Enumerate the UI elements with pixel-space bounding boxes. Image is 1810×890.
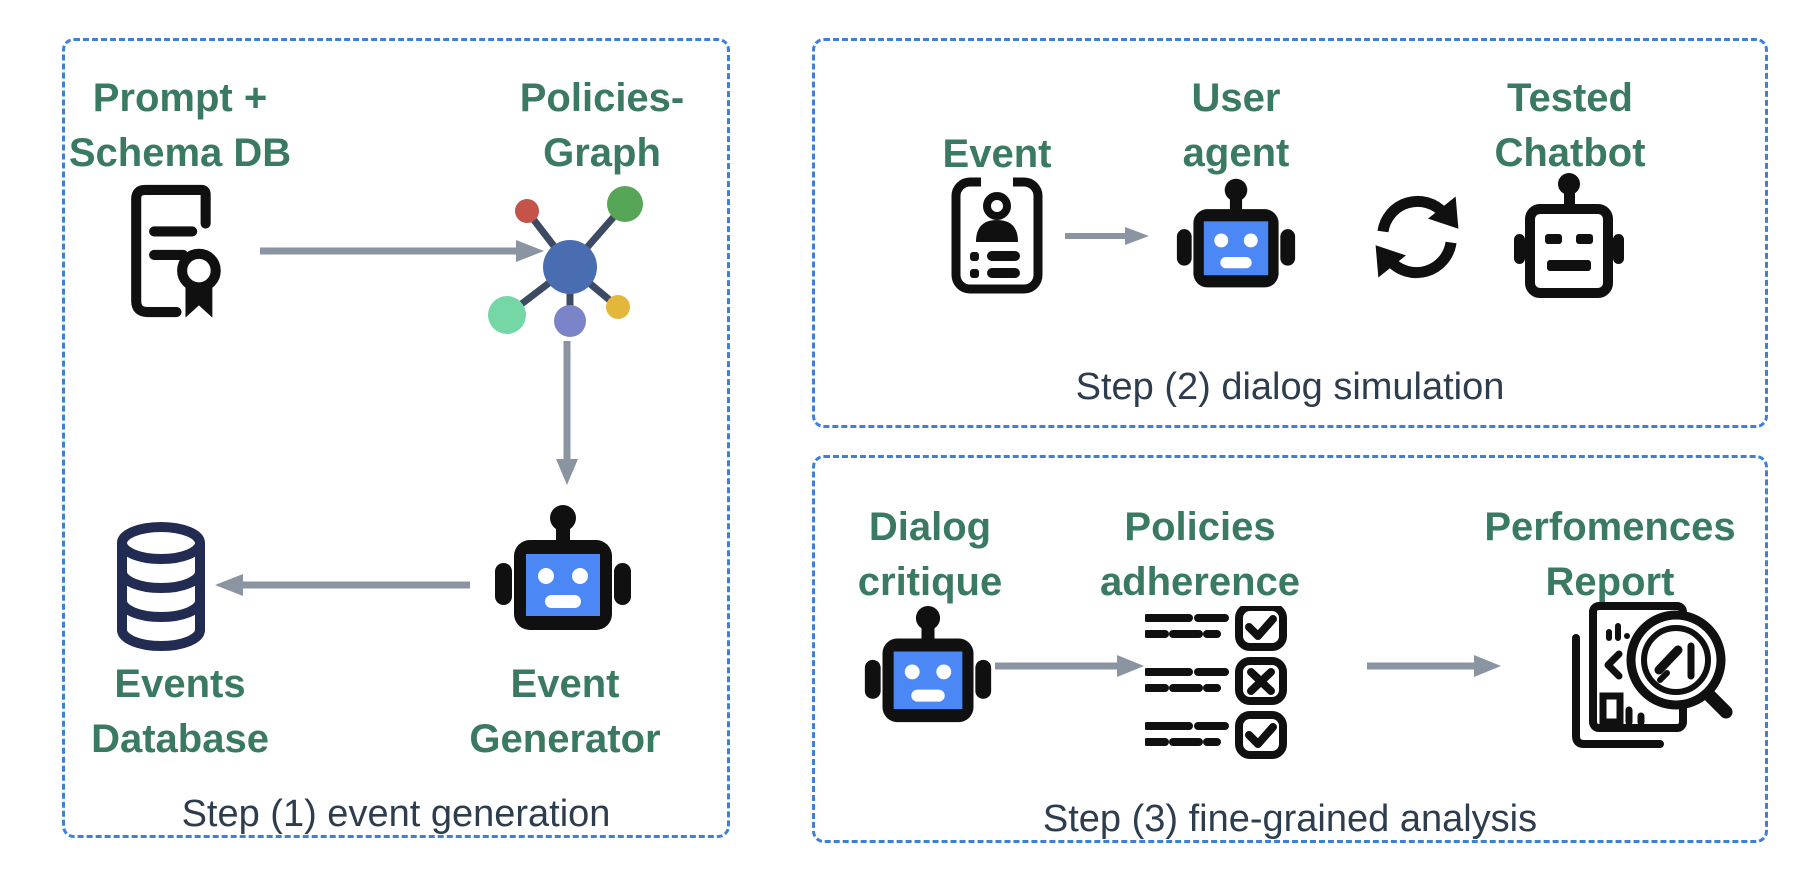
performances-report-label-line2: Report [1545,560,1675,604]
dialog-critique-label-line2: critique [857,560,1003,604]
report-magnifier-icon [1572,602,1733,748]
policies-adherence-label: Policies adherence [1070,500,1330,610]
events-database-label-line1: Events [114,662,246,706]
event-generator-label-line2: Generator [469,717,661,761]
user-agent-label: User agent [1116,71,1356,181]
user-agent-label-line1: User [1191,76,1281,120]
event-generator-label: Event Generator [440,657,690,767]
step1-caption: Step (1) event generation [181,793,611,835]
tested-chatbot-label-line1: Tested [1507,76,1633,120]
step2-panel: Event User agent Tested Chatbot [812,38,1768,428]
policies-graph-label-line2: Graph [543,131,661,175]
prompt-schema-label: Prompt + Schema DB [65,71,295,181]
arrow-right-icon [260,240,544,262]
events-database-label: Events Database [65,657,295,767]
cycle-icon [1375,195,1459,279]
policies-graph-label-line1: Policies- [519,76,685,120]
policies-graph-label: Policies- Graph [472,71,732,181]
policies-adherence-label-line1: Policies [1124,505,1276,549]
policies-adherence-label-line2: adherence [1099,560,1301,604]
step3-caption: Step (3) fine-grained analysis [1042,798,1538,840]
user-agent-robot-icon [1176,178,1296,288]
step2-caption: Step (2) dialog simulation [1075,366,1505,408]
arrow-right-icon [995,655,1144,677]
dialog-critique-label: Dialog critique [815,500,1045,610]
arrow-right-icon [1367,655,1501,677]
checklist-icon [1145,606,1287,759]
event-generator-label-line1: Event [510,662,620,706]
tested-chatbot-robot-icon [1514,173,1624,298]
arrow-down-icon [556,341,578,485]
tested-chatbot-label-line2: Chatbot [1494,131,1646,175]
prompt-schema-label-line1: Prompt + [92,76,268,120]
events-database-icon [117,522,205,651]
prompt-schema-label-line2: Schema DB [68,131,292,175]
step3-panel: Dialog critique Policies adherence Perfo… [812,455,1768,843]
dialog-critique-label-line1: Dialog [868,505,992,549]
user-agent-label-line2: agent [1182,131,1290,175]
policies-graph-icon [488,186,643,337]
performances-report-label: Perfomences Report [1470,500,1750,610]
tested-chatbot-label: Tested Chatbot [1450,71,1690,181]
events-database-label-line2: Database [91,717,269,761]
performances-report-label-line1: Perfomences [1484,505,1736,549]
event-generator-robot-icon [495,505,631,630]
event-label: Event [877,127,1117,182]
event-card-icon [951,173,1043,294]
dialog-critique-robot-icon [864,606,992,723]
event-label-line1: Event [942,132,1052,176]
arrow-right-icon [1065,227,1149,245]
arrow-left-icon [215,574,470,596]
document-award-icon [131,184,221,318]
step1-panel: Prompt + Schema DB Policies- Graph [62,38,730,838]
